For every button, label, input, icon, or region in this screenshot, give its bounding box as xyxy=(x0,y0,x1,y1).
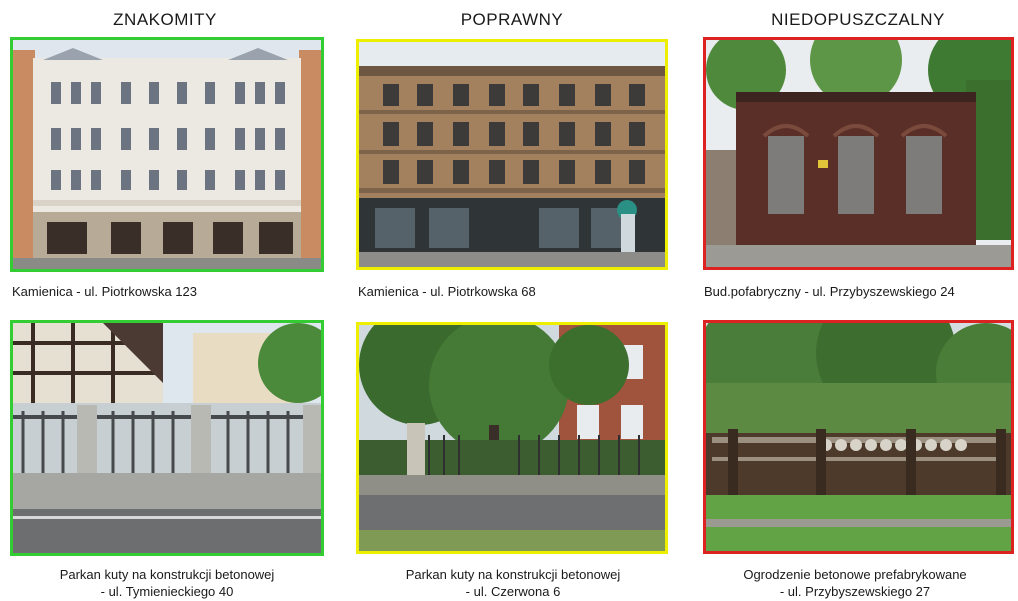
caption-line-1: Parkan kuty na konstrukcji betonowej xyxy=(405,567,621,582)
photo-wrought-fence-czerwona-6 xyxy=(356,322,668,554)
photo-factory-building-przybyszewskiego-24 xyxy=(703,37,1014,270)
photo-townhouse-piotrkowska-68 xyxy=(356,39,668,270)
caption-line-1: Parkan kuty na konstrukcji betonowej xyxy=(59,567,275,582)
caption-townhouse-piotrkowska-68: Kamienica - ul. Piotrkowska 68 xyxy=(358,284,536,299)
header-excellent: ZNAKOMITY xyxy=(113,10,217,29)
caption-line-2: - ul. Czerwona 6 xyxy=(465,584,561,599)
header-correct: POPRAWNY xyxy=(460,10,564,29)
caption-wrought-fence-czerwona-6: Parkan kuty na konstrukcji betonowej - u… xyxy=(346,566,680,600)
caption-line-2: - ul. Przybyszewskiego 27 xyxy=(779,584,931,599)
caption-wrought-fence-tymienieckiego-40: Parkan kuty na konstrukcji betonowej - u… xyxy=(0,566,334,600)
caption-line-2: - ul. Tymienieckiego 40 xyxy=(100,584,234,599)
photo-wrought-fence-tymienieckiego-40 xyxy=(10,320,324,556)
photo-concrete-fence-przybyszewskiego-27 xyxy=(703,320,1014,554)
caption-factory-building-przybyszewskiego-24: Bud.pofabryczny - ul. Przybyszewskiego 2… xyxy=(704,284,955,299)
header-unacceptable: NIEDOPUSZCZALNY xyxy=(771,10,945,29)
photo-townhouse-piotrkowska-123 xyxy=(10,37,324,272)
caption-concrete-fence-przybyszewskiego-27: Ogrodzenie betonowe prefabrykowane - ul.… xyxy=(692,566,1018,600)
caption-line-1: Ogrodzenie betonowe prefabrykowane xyxy=(743,567,967,582)
caption-townhouse-piotrkowska-123: Kamienica - ul. Piotrkowska 123 xyxy=(12,284,197,299)
